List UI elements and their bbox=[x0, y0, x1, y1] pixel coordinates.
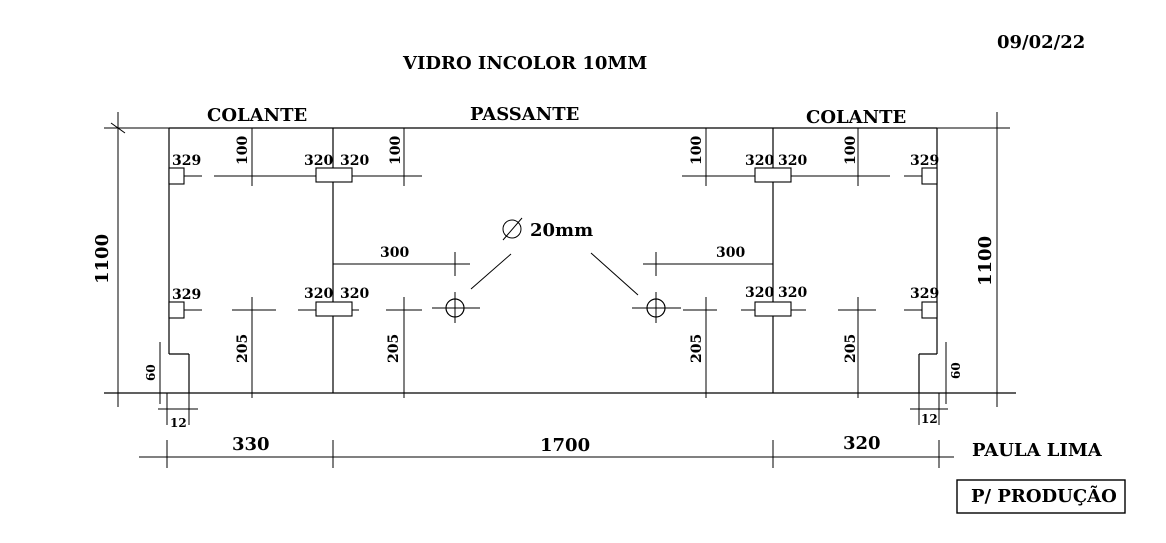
hinge-top-left-320b: 320 bbox=[340, 153, 369, 169]
leader-line-right bbox=[590, 252, 639, 296]
diameter-symbol bbox=[502, 217, 523, 241]
production-stamp-label: P/ PRODUÇÃO bbox=[971, 484, 1117, 507]
hole-offset-dimension-right bbox=[643, 252, 773, 276]
hole-right bbox=[632, 292, 681, 323]
hinge-box-bottom-left-pair bbox=[315, 301, 353, 317]
hole-offset-right: 300 bbox=[716, 245, 745, 261]
hinge-box-top-right-edge bbox=[921, 167, 938, 185]
hinge-top-right-320b: 320 bbox=[778, 153, 807, 169]
height-dimension-right bbox=[937, 112, 1010, 407]
hole-offset-left: 300 bbox=[380, 245, 409, 261]
hole-offset-dimension-left bbox=[333, 252, 470, 276]
hinge-box-bottom-right-edge bbox=[921, 301, 938, 319]
hinge-bottom-left-329: 329 bbox=[172, 287, 201, 303]
hole-diameter-label: 20mm bbox=[530, 220, 593, 241]
hinge-bottom-right-329: 329 bbox=[910, 286, 939, 302]
section-label-right: COLANTE bbox=[806, 107, 906, 128]
hinge-top-left-320a: 320 bbox=[304, 153, 333, 169]
height-label-right: 1100 bbox=[975, 236, 996, 286]
vdim-205-1: 205 bbox=[235, 334, 251, 363]
notch-height-left: 60 bbox=[144, 364, 158, 381]
notch-dimension-right bbox=[910, 342, 948, 425]
width-label-right: 320 bbox=[843, 433, 881, 454]
author-name: PAULA LIMA bbox=[972, 440, 1103, 461]
drawing-title: VIDRO INCOLOR 10MM bbox=[402, 53, 647, 74]
hinge-box-top-left-edge bbox=[168, 167, 185, 185]
notch-width-left: 12 bbox=[170, 416, 187, 430]
height-dimension-left bbox=[104, 112, 169, 407]
hinge-bottom-left-320b: 320 bbox=[340, 286, 369, 302]
vdim-205-4: 205 bbox=[843, 334, 859, 363]
vdim-100-4: 100 bbox=[843, 136, 859, 165]
leader-line-left bbox=[470, 253, 512, 290]
drawing-date: 09/02/22 bbox=[997, 32, 1085, 53]
width-dimension-line bbox=[139, 440, 954, 468]
hinge-bottom-right-320b: 320 bbox=[778, 285, 807, 301]
notch-height-right: 60 bbox=[949, 362, 963, 379]
hinge-top-right-320a: 320 bbox=[745, 153, 774, 169]
hinge-row-top-lines bbox=[169, 128, 937, 186]
vdim-205-3: 205 bbox=[689, 334, 705, 363]
section-label-middle: PASSANTE bbox=[470, 104, 579, 125]
hinge-bottom-left-320a: 320 bbox=[304, 286, 333, 302]
vdim-100-1: 100 bbox=[235, 136, 251, 165]
notch-width-right: 12 bbox=[921, 412, 938, 426]
hinge-box-bottom-right-pair bbox=[754, 301, 792, 317]
section-label-left: COLANTE bbox=[207, 105, 307, 126]
vdim-100-3: 100 bbox=[689, 136, 705, 165]
hinge-bottom-right-320a: 320 bbox=[745, 285, 774, 301]
height-label-left: 1100 bbox=[92, 234, 113, 284]
width-label-middle: 1700 bbox=[540, 435, 590, 456]
hinge-box-bottom-left-edge bbox=[168, 301, 185, 319]
hinge-row-bottom-lines bbox=[169, 297, 937, 398]
hinge-box-top-right-pair bbox=[754, 167, 792, 183]
notch-dimension-left bbox=[158, 342, 198, 425]
glass-outline bbox=[104, 127, 1016, 394]
hinge-top-left-329: 329 bbox=[172, 153, 201, 169]
hole-left bbox=[432, 292, 480, 323]
hinge-top-right-329: 329 bbox=[910, 153, 939, 169]
width-label-left: 330 bbox=[232, 434, 270, 455]
vdim-100-2: 100 bbox=[388, 136, 404, 165]
production-stamp-box bbox=[956, 479, 1126, 514]
hinge-box-top-left-pair bbox=[315, 167, 353, 183]
vdim-205-2: 205 bbox=[386, 334, 402, 363]
